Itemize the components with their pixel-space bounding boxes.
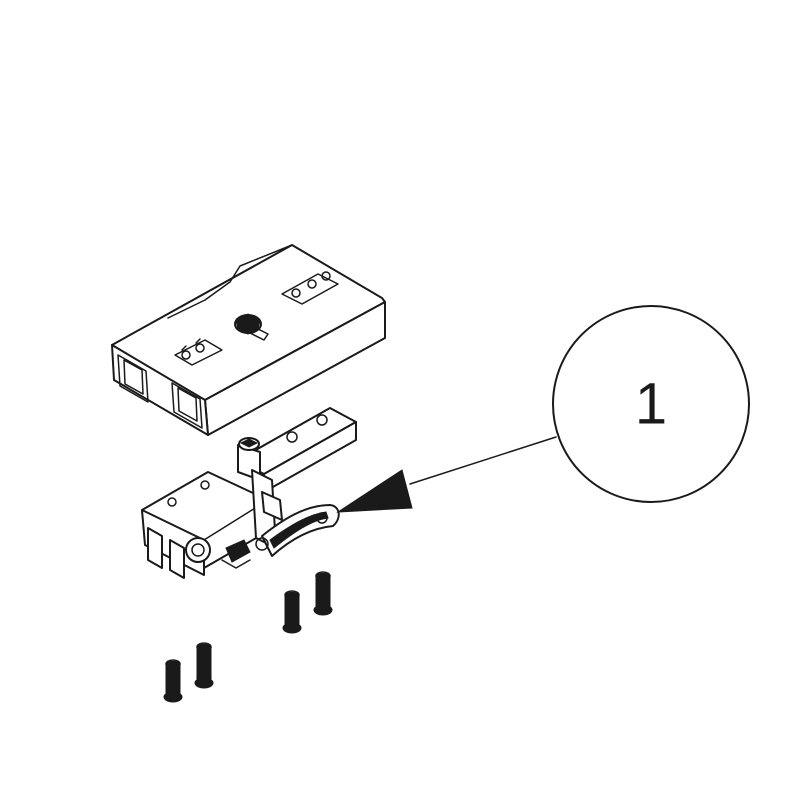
callout-number: 1	[635, 372, 667, 437]
contact-slots-right	[281, 271, 339, 305]
hinge-arm	[255, 504, 340, 557]
connector-housing	[111, 244, 386, 436]
contact-slots-left	[174, 338, 223, 366]
screw	[313, 571, 333, 616]
callout-circle	[552, 305, 750, 503]
callout-arrowhead	[336, 469, 413, 513]
screw	[282, 590, 302, 634]
screws	[163, 571, 333, 703]
hinge-mechanism	[141, 407, 357, 579]
callout: 1	[336, 305, 750, 513]
callout-arrow-line	[409, 436, 557, 485]
screw	[194, 642, 214, 689]
screw	[163, 659, 183, 703]
housing-knob	[234, 313, 269, 341]
